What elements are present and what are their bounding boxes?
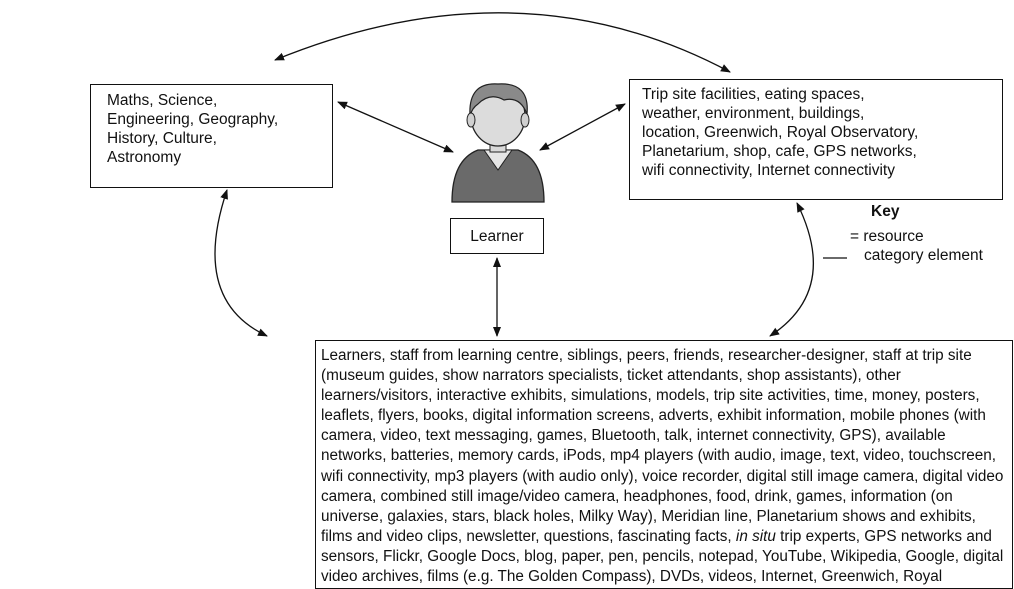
resources-text-part-1: Learners, staff from learning centre, si…: [321, 347, 1004, 545]
trip-site-box: Trip site facilities, eating spaces, wea…: [629, 79, 1003, 200]
arrow-learner-site: [539, 103, 626, 151]
resources-text-part-2: trip experts, GPS networks and sensors, …: [321, 527, 1004, 586]
site-line-5: wifi connectivity, Internet connectivity: [642, 162, 895, 179]
arc-subjects-site: [274, 12, 731, 73]
site-line-3: location, Greenwich, Royal Observatory,: [642, 124, 919, 141]
resources-box: Learners, staff from learning centre, si…: [315, 340, 1013, 589]
site-line-4: Planetarium, shop, cafe, GPS networks,: [642, 143, 917, 160]
resources-paragraph: Learners, staff from learning centre, si…: [321, 346, 1006, 588]
arc-subjects-resources: [214, 189, 268, 337]
learner-figure-icon: [451, 83, 545, 203]
learner-label: Learner: [470, 228, 524, 245]
arrow-learner-subjects: [337, 101, 454, 153]
site-line-1: Trip site facilities, eating spaces,: [642, 86, 865, 103]
subjects-line-2: Engineering, Geography,: [107, 111, 279, 128]
key-line-1: = resource: [850, 228, 924, 245]
learner-box: Learner: [450, 218, 544, 254]
subjects-box: Maths, Science, Engineering, Geography, …: [90, 84, 333, 188]
arc-site-resources: [769, 202, 815, 337]
resources-text-italic: in situ: [735, 527, 776, 545]
subjects-line-3: History, Culture,: [107, 130, 217, 147]
subjects-line-1: Maths, Science,: [107, 92, 218, 109]
key-line-2: category element: [864, 247, 983, 264]
site-line-2: weather, environment, buildings,: [642, 105, 865, 122]
key-title: Key: [871, 203, 900, 220]
subjects-line-4: Astronomy: [107, 149, 182, 166]
